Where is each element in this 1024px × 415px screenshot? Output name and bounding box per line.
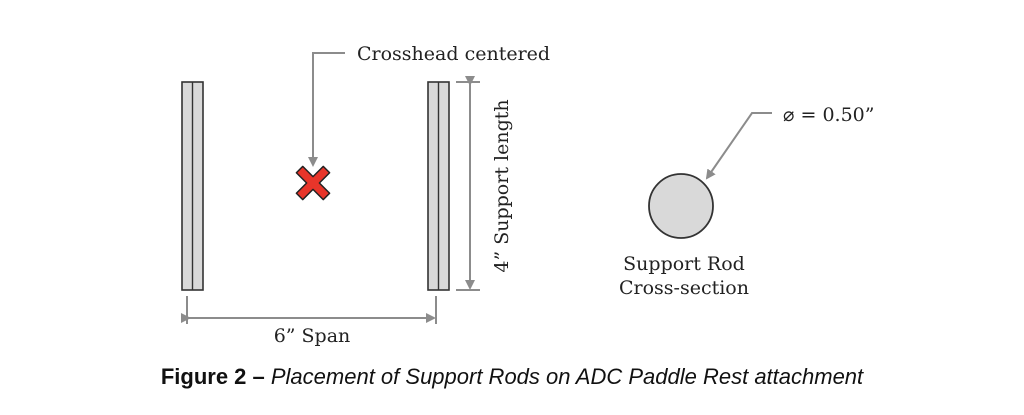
cross-section-label-line2: Cross-section [619,277,749,299]
support-length-dimension: 4” Support length [456,76,513,291]
figure-number: Figure 2 – [160,364,265,389]
figure-caption: Figure 2 – Placement of Support Rods on … [0,364,1024,390]
right-support-rod [427,81,450,291]
x-mark-icon [295,165,331,201]
cross-section-label-line1: Support Rod [623,253,745,275]
crosshead-label: Crosshead centered [357,43,550,65]
span-label: 6” Span [274,325,351,347]
rod-cross-section: ⌀ = 0.50” Support Rod Cross-section [619,104,874,299]
crosshead-callout: Crosshead centered [308,43,550,167]
diameter-label: ⌀ = 0.50” [783,104,874,126]
support-length-label: 4” Support length [491,99,513,272]
figure-caption-text: Placement of Support Rods on ADC Paddle … [270,364,864,389]
left-support-rod [181,81,204,291]
span-dimension: 6” Span [181,296,437,347]
